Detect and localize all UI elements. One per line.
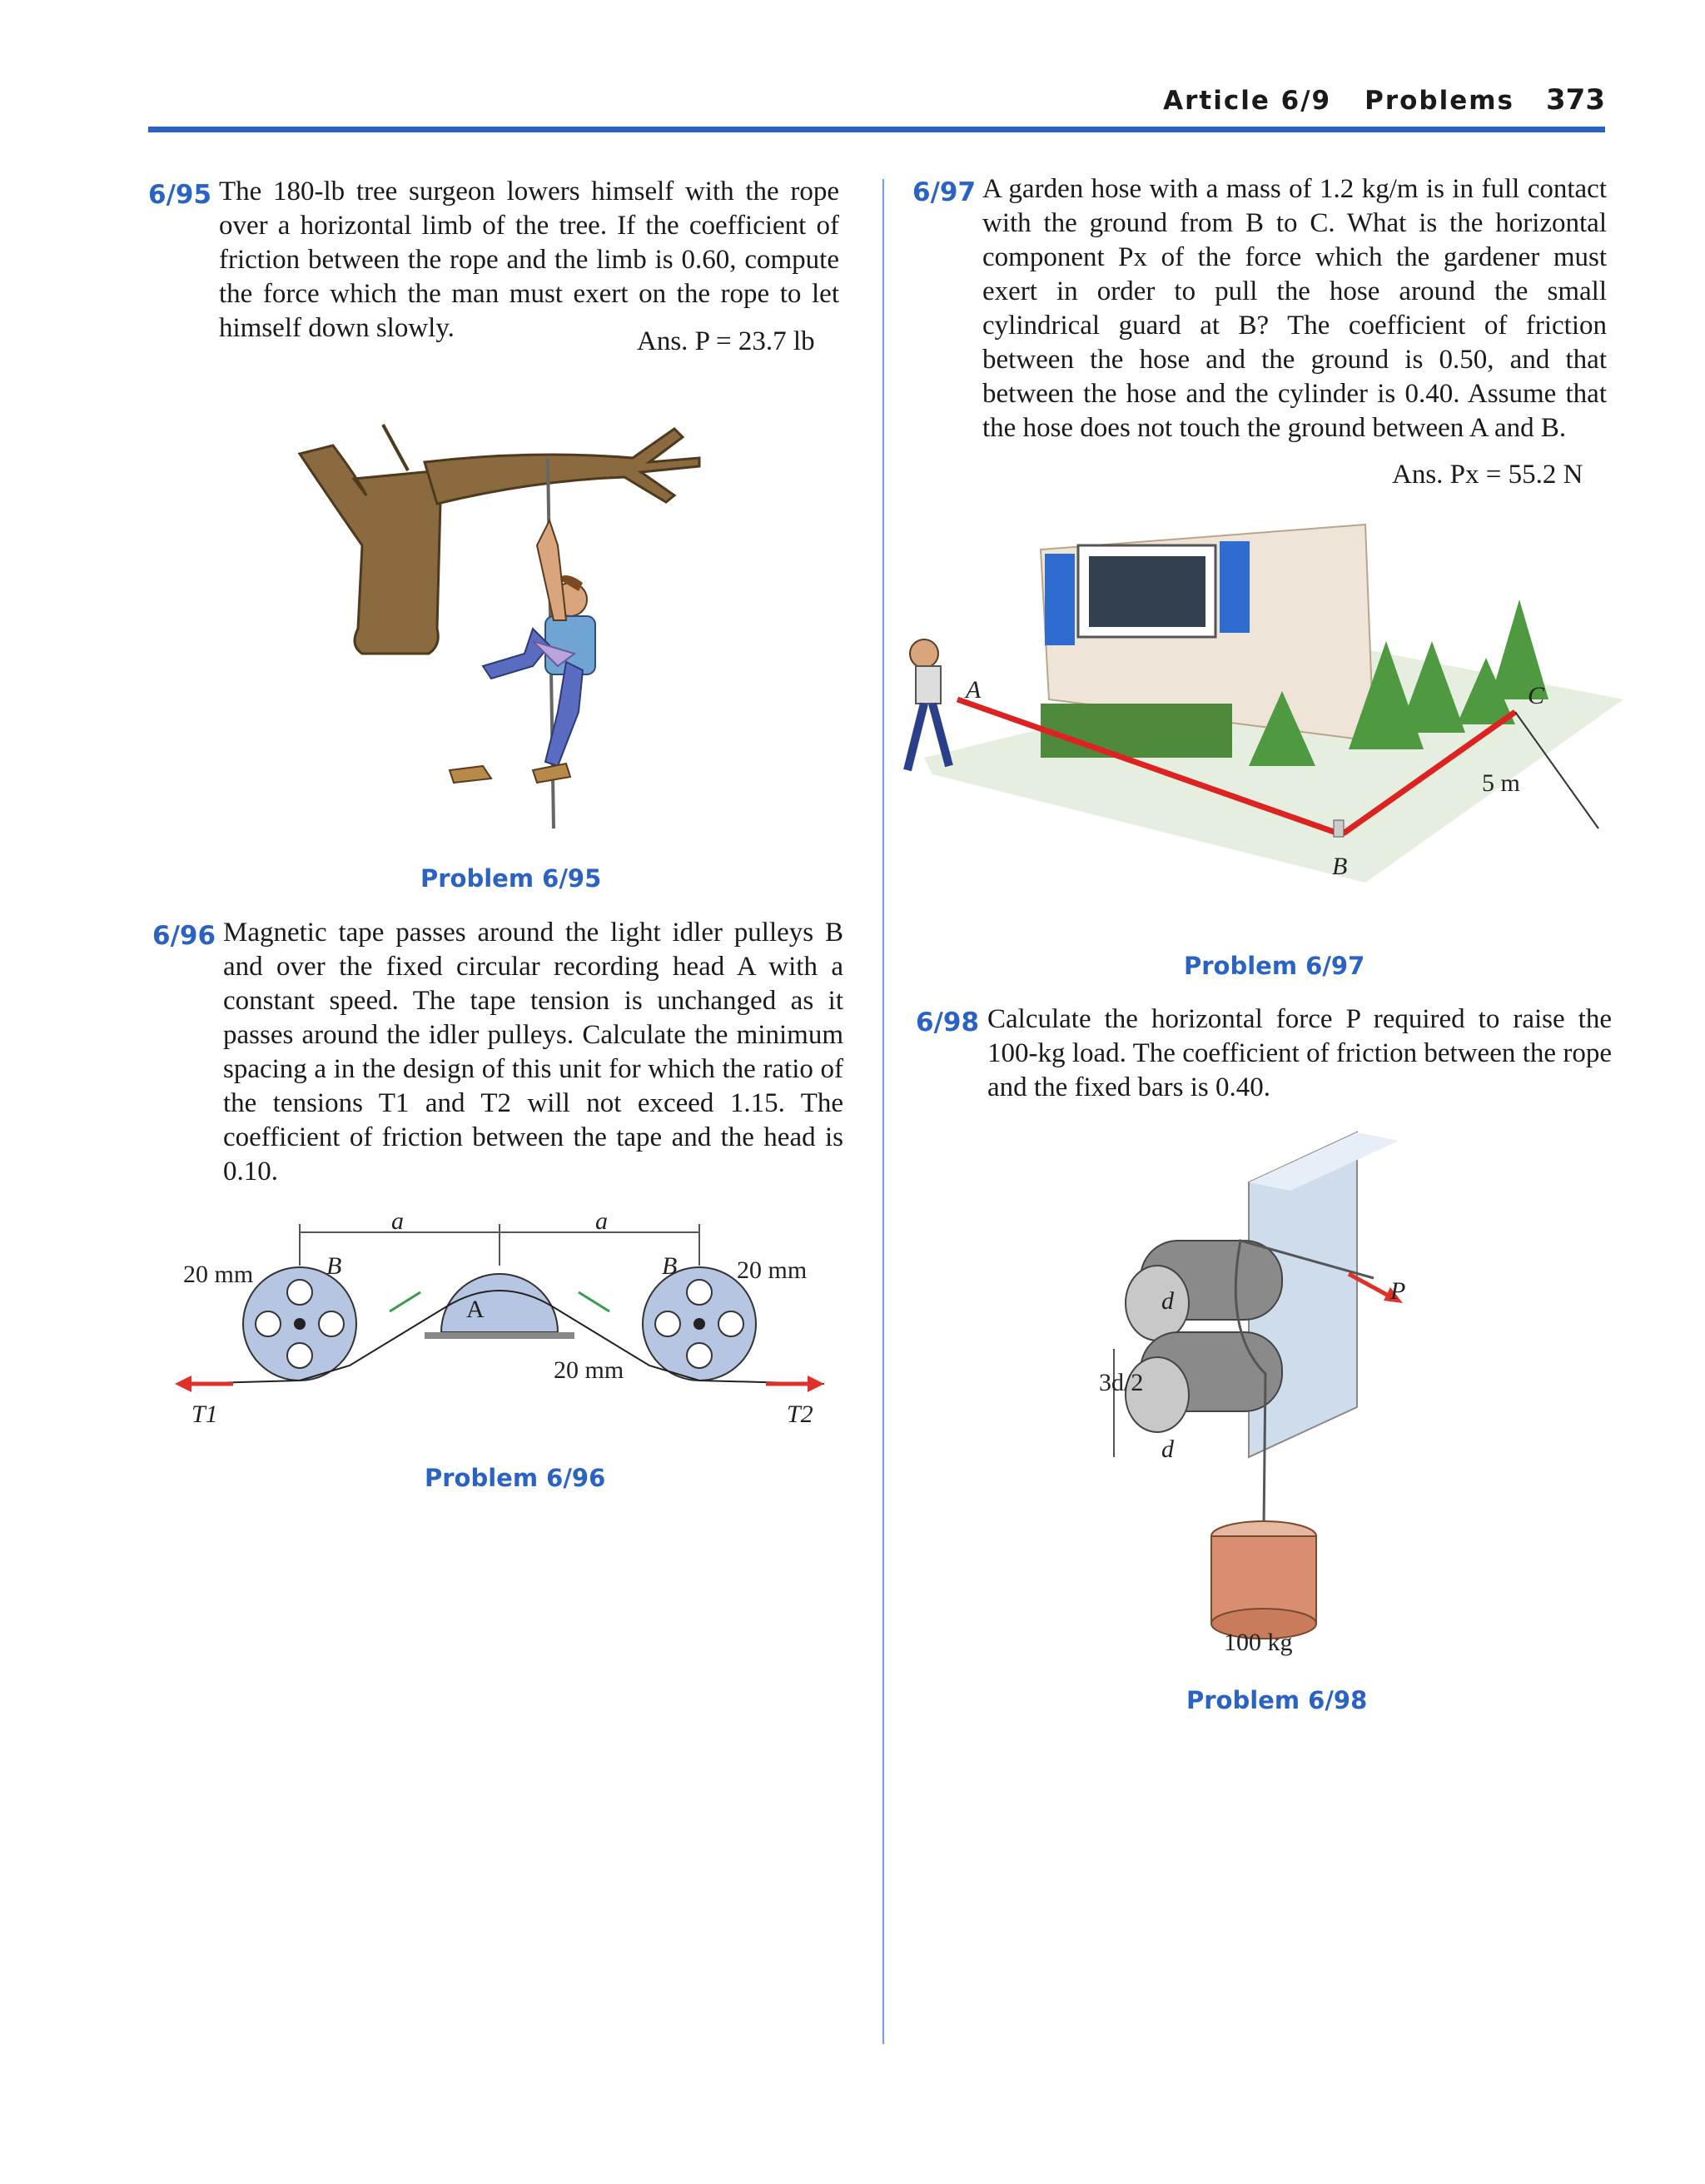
dim-20mm-head: 20 mm (554, 1356, 624, 1384)
dim-a-right: a (595, 1207, 608, 1235)
header-section: Problems (1364, 86, 1515, 116)
label-mass: 100 kg (1224, 1629, 1293, 1656)
figure-caption: Problem 6/95 (420, 864, 602, 893)
label-T1: T1 (191, 1400, 218, 1428)
problem-text: A garden hose with a mass of 1.2 kg/m is… (982, 174, 1607, 443)
label-C: C (1528, 682, 1545, 709)
label-d-top: d (1161, 1287, 1175, 1315)
dim-spacing: 3d/2 (1099, 1369, 1143, 1396)
problem-number: 6/95 (148, 180, 212, 210)
fixed-bars-figure: d d 3d/2 P 100 kg (1099, 1131, 1405, 1656)
figure-caption: Problem 6/96 (425, 1464, 606, 1492)
label-A: A (964, 676, 982, 704)
garden-hose-figure: A B C 5 m (903, 523, 1623, 883)
dim-5m: 5 m (1482, 769, 1520, 797)
problem-number: 6/96 (152, 921, 216, 951)
column-divider (882, 179, 884, 2044)
answer: Ans. Px = 55.2 N (1392, 460, 1583, 490)
label-B-left: B (326, 1252, 341, 1280)
page-header: Article 6/9 Problems 373 (148, 80, 1605, 122)
label-B-right: B (662, 1252, 677, 1280)
magnetic-tape-figure: a a 20 mm 20 mm 20 mm B B A T1 T2 (175, 1207, 825, 1428)
figure-caption: Problem 6/97 (1184, 952, 1365, 980)
header-rule (148, 127, 1605, 132)
dim-a-left: a (391, 1207, 404, 1235)
label-B: B (1332, 853, 1347, 880)
figure-caption: Problem 6/98 (1186, 1686, 1368, 1714)
label-d-bottom: d (1161, 1435, 1175, 1463)
problem-text: Magnetic tape passes around the light id… (223, 918, 843, 1187)
dim-20mm-left: 20 mm (183, 1261, 253, 1288)
answer: Ans. P = 23.7 lb (637, 326, 815, 356)
problem-number: 6/98 (916, 1007, 980, 1037)
problem-number: 6/97 (912, 177, 977, 207)
dim-20mm-right: 20 mm (737, 1256, 807, 1284)
tree-surgeon-figure (297, 424, 701, 829)
label-P: P (1389, 1277, 1405, 1305)
label-A: A (466, 1296, 485, 1323)
header-article: Article 6/9 (1163, 86, 1332, 116)
problem-text: The 180-lb tree surgeon lowers himself w… (219, 177, 839, 343)
label-T2: T2 (787, 1400, 813, 1428)
problem-text: Calculate the horizontal force P require… (987, 1004, 1612, 1102)
page-number: 373 (1546, 83, 1605, 117)
